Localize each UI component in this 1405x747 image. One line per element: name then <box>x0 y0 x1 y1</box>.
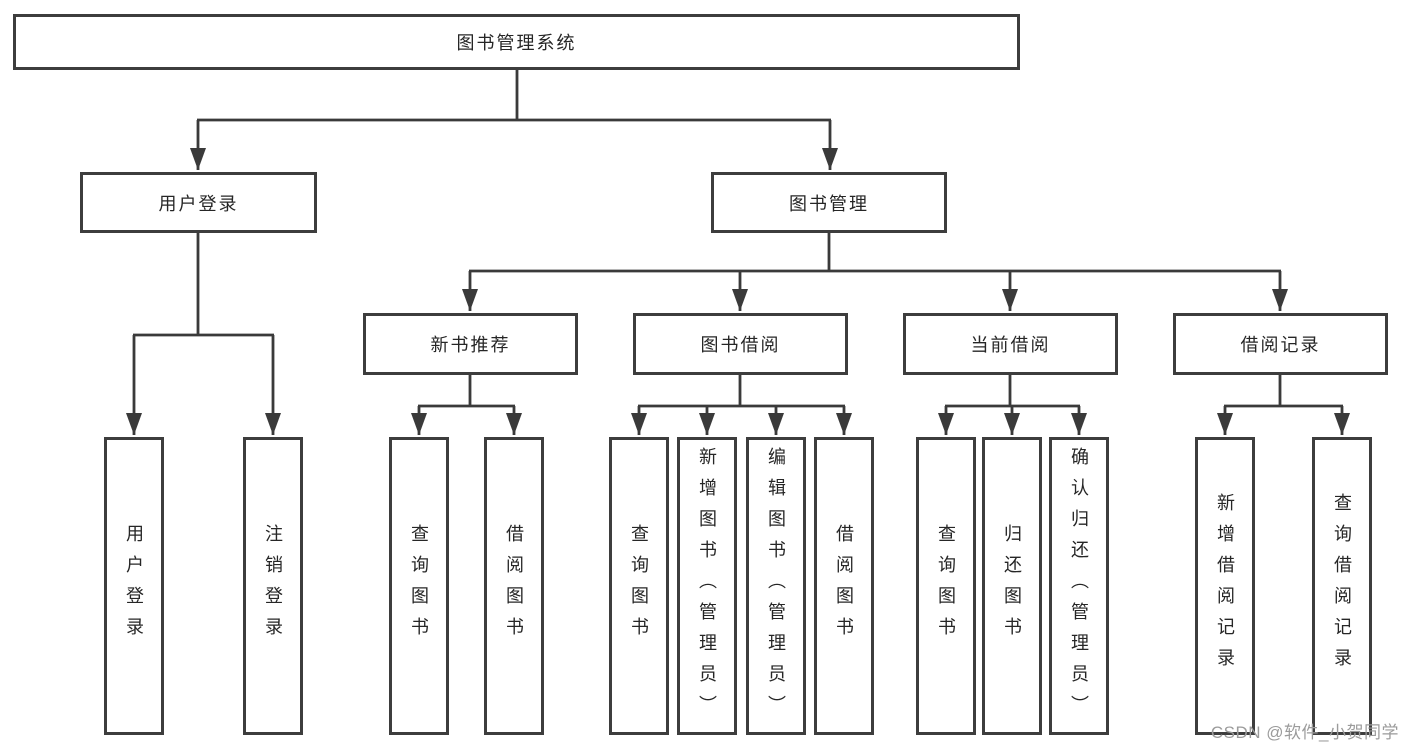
leaf-logout: 注销登录 <box>243 437 303 735</box>
leaf-add-books-admin-label: 新增图书（管理员） <box>697 446 717 726</box>
leaf-recommend-query-books-label: 查询图书 <box>409 524 429 648</box>
leaf-confirm-return-admin: 确认归还（管理员） <box>1049 437 1109 735</box>
node-new-book-recommend: 新书推荐 <box>363 313 578 375</box>
node-root: 图书管理系统 <box>13 14 1020 70</box>
leaf-current-query-books: 查询图书 <box>916 437 976 735</box>
node-root-label: 图书管理系统 <box>456 33 577 53</box>
node-current-borrow-label: 当前借阅 <box>970 335 1051 355</box>
node-book-management-label: 图书管理 <box>789 193 869 214</box>
leaf-return-books-label: 归还图书 <box>1002 524 1022 648</box>
leaf-logout-label: 注销登录 <box>263 524 283 648</box>
leaf-add-borrow-record-label: 新增借阅记录 <box>1215 493 1235 679</box>
leaf-edit-books-admin-label: 编辑图书（管理员） <box>766 446 786 726</box>
watermark: CSDN @软件_小贺同学 <box>1210 723 1399 742</box>
leaf-return-books: 归还图书 <box>982 437 1042 735</box>
leaf-edit-books-admin: 编辑图书（管理员） <box>746 437 806 735</box>
leaf-borrow-query-books-label: 查询图书 <box>629 524 649 648</box>
node-book-borrow: 图书借阅 <box>633 313 848 375</box>
leaf-recommend-borrow-books-label: 借阅图书 <box>504 524 524 648</box>
node-user-login: 用户登录 <box>80 172 317 233</box>
leaf-query-borrow-record: 查询借阅记录 <box>1312 437 1372 735</box>
node-current-borrow: 当前借阅 <box>903 313 1118 375</box>
leaf-user-login: 用户登录 <box>104 437 164 735</box>
leaf-borrow-query-books: 查询图书 <box>609 437 669 735</box>
leaf-add-books-admin: 新增图书（管理员） <box>677 437 737 735</box>
node-new-book-recommend-label: 新书推荐 <box>430 335 511 355</box>
node-borrow-records-label: 借阅记录 <box>1240 335 1321 355</box>
leaf-borrow-books-label: 借阅图书 <box>834 524 854 648</box>
node-borrow-records: 借阅记录 <box>1173 313 1388 375</box>
leaf-recommend-borrow-books: 借阅图书 <box>484 437 544 735</box>
node-book-borrow-label: 图书借阅 <box>700 335 781 355</box>
node-user-login-label: 用户登录 <box>158 193 239 214</box>
node-book-management: 图书管理 <box>711 172 947 233</box>
leaf-user-login-label: 用户登录 <box>124 524 144 648</box>
leaf-add-borrow-record: 新增借阅记录 <box>1195 437 1255 735</box>
leaf-borrow-books: 借阅图书 <box>814 437 874 735</box>
leaf-confirm-return-admin-label: 确认归还（管理员） <box>1069 446 1089 726</box>
leaf-current-query-books-label: 查询图书 <box>936 524 956 648</box>
leaf-query-borrow-record-label: 查询借阅记录 <box>1332 493 1352 679</box>
leaf-recommend-query-books: 查询图书 <box>389 437 449 735</box>
